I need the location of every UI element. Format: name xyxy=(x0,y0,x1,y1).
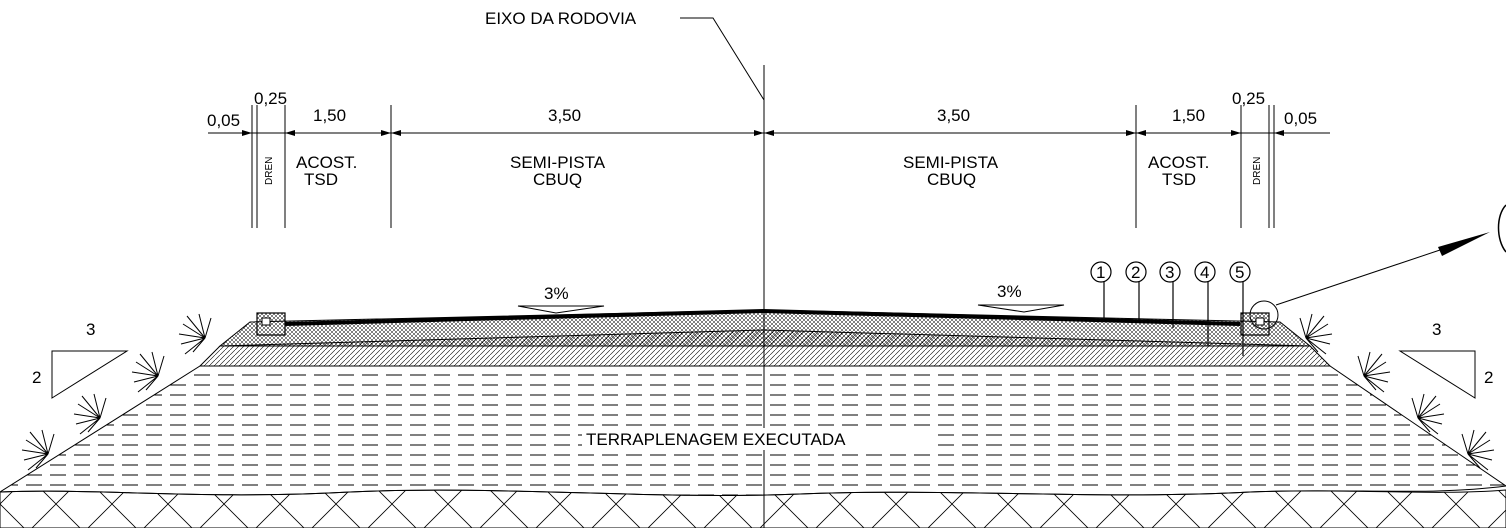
zone-left-pista-2: CBUQ xyxy=(533,170,582,189)
dimension-arrows xyxy=(242,130,1284,136)
zone-left-dren: DREN xyxy=(264,157,275,185)
vegetation-left xyxy=(21,313,212,471)
slope-triangle-left xyxy=(51,350,129,399)
slope-left-arrow xyxy=(517,305,605,314)
zone-right-pista-1: SEMI-PISTA xyxy=(903,153,999,172)
dim-left-150: 1,50 xyxy=(313,106,346,125)
dim-left-005: 0,05 xyxy=(207,111,240,130)
slope-right-h: 2 xyxy=(1484,368,1493,387)
slope-right-arrow xyxy=(977,304,1065,313)
layer-markers xyxy=(1090,261,1251,356)
slope-left-h: 2 xyxy=(32,368,41,387)
marker-3: 3 xyxy=(1165,263,1174,282)
zone-left-acost-1: ACOST. xyxy=(296,153,357,172)
axis-label: EIXO DA RODOVIA xyxy=(485,9,637,28)
zone-left-pista-1: SEMI-PISTA xyxy=(510,153,606,172)
slope-left-label: 3% xyxy=(544,284,569,303)
zone-right-pista-2: CBUQ xyxy=(927,170,976,189)
dim-left-025: 0,25 xyxy=(254,89,287,108)
right-drain-curb xyxy=(1240,312,1270,336)
dim-left-350: 3,50 xyxy=(548,106,581,125)
slope-triangle-right xyxy=(1398,350,1476,399)
fill-label-bg xyxy=(582,428,930,450)
zone-right-acost-2: TSD xyxy=(1162,170,1196,189)
dim-right-350: 3,50 xyxy=(937,106,970,125)
detail-arrowhead xyxy=(1438,232,1490,256)
zone-left-acost-2: TSD xyxy=(304,170,338,189)
marker-5: 5 xyxy=(1235,263,1244,282)
detail-circle xyxy=(1249,300,1279,330)
dim-right-005: 0,05 xyxy=(1284,109,1317,128)
detail-bubble-edge xyxy=(1497,204,1506,253)
detail-leader xyxy=(1275,249,1441,306)
base-layer xyxy=(218,309,1312,347)
slope-left-v: 3 xyxy=(86,320,95,339)
dim-right-025: 0,25 xyxy=(1232,89,1265,108)
vegetation-right xyxy=(1299,313,1495,471)
zone-right-dren: DREN xyxy=(1252,157,1263,185)
marker-4: 4 xyxy=(1200,263,1209,282)
dim-right-150: 1,50 xyxy=(1172,106,1205,125)
left-drain-curb xyxy=(256,312,286,336)
fill-label: TERRAPLENAGEM EXECUTADA xyxy=(586,430,846,449)
axis-leader xyxy=(680,17,765,101)
marker-1: 1 xyxy=(1096,263,1105,282)
marker-2: 2 xyxy=(1131,263,1140,282)
slope-right-v: 3 xyxy=(1432,320,1441,339)
zone-right-acost-1: ACOST. xyxy=(1148,153,1209,172)
slope-right-label: 3% xyxy=(997,282,1022,301)
